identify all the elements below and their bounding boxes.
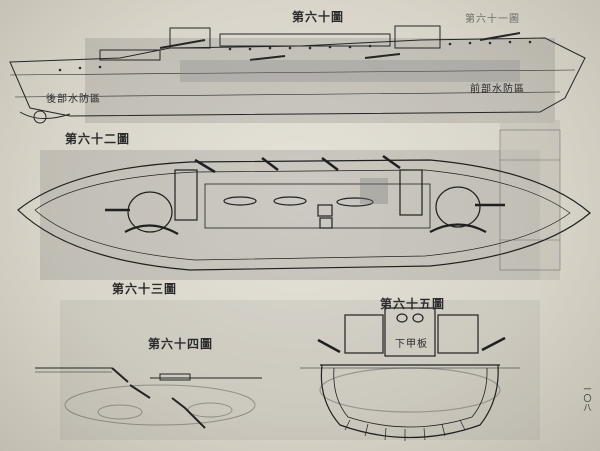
figure-62-caption: 第六十二圖 — [65, 132, 131, 146]
cross-section-drawing — [300, 307, 520, 441]
side-elevation-drawing — [9, 25, 586, 124]
figure-65-caption: 第六十五圖 — [380, 297, 446, 311]
plan-view-drawing — [17, 154, 591, 271]
lower-deck-label: 下甲板 — [395, 339, 428, 350]
figure-61-caption: 第六十一圖 — [465, 14, 520, 25]
portholes — [58, 40, 532, 72]
deck-detail-drawing — [35, 367, 262, 429]
figure-60-caption: 第六十圖 — [292, 10, 345, 24]
figure-63-outline — [499, 129, 561, 271]
page-number: 一〇八 — [583, 385, 592, 412]
figure-63-caption: 第六十三圖 — [112, 282, 178, 296]
fore-compartment-label: 前部水防區 — [470, 84, 525, 95]
background-overlay — [40, 38, 560, 440]
aft-compartment-label: 後部水防區 — [46, 94, 101, 105]
figure-64-caption: 第六十四圖 — [148, 337, 214, 351]
